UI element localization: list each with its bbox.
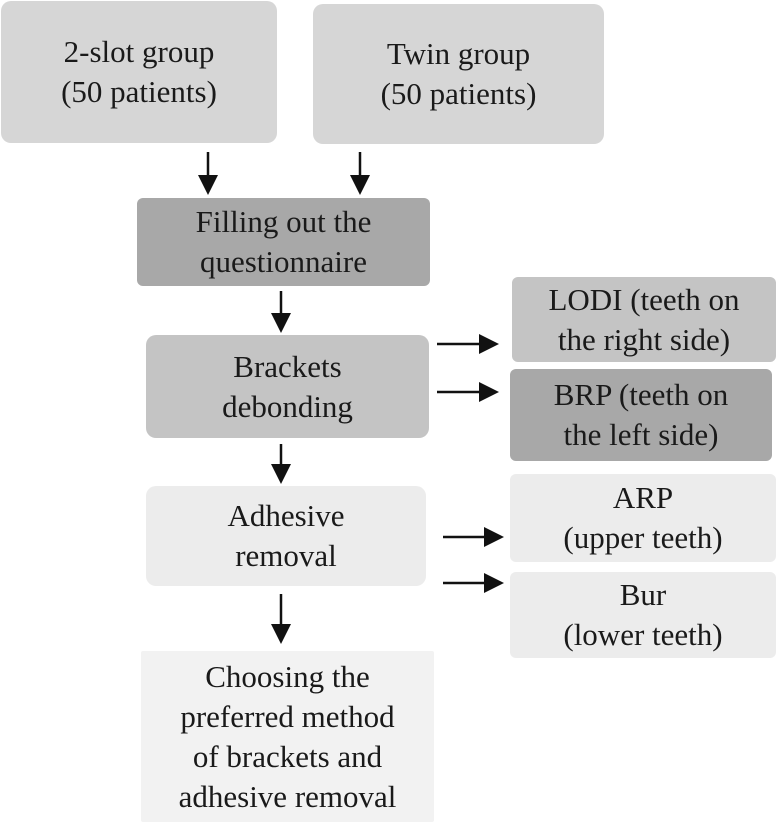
preferred-line-1: Choosing the [205,658,370,694]
preferred-line-3: of brackets and [192,738,383,774]
bur-box: Bur (lower teeth) [510,572,776,658]
brp-line-2: the left side) [563,417,719,452]
questionnaire-line-2: questionnaire [199,244,367,279]
slot-group-title: 2-slot group [63,34,215,69]
preferred-line-4: adhesive removal [178,778,397,814]
preferred-method-box: Choosing the preferred method of bracket… [141,651,434,822]
twin-group-box: Twin group (50 patients) [313,4,604,144]
bur-line-2: (lower teeth) [563,617,723,652]
lodi-box: LODI (teeth on the right side) [512,277,776,362]
arp-line-2: (upper teeth) [563,520,723,555]
debonding-box: Brackets debonding [146,335,429,438]
arp-box: ARP (upper teeth) [510,474,776,562]
arp-line-1: ARP [612,480,674,515]
bur-line-1: Bur [619,577,667,612]
adhesive-line-1: Adhesive [227,498,345,533]
slot-group-count: (50 patients) [61,74,217,109]
twin-group-title: Twin group [386,36,531,71]
lodi-line-2: the right side) [557,321,731,357]
questionnaire-box: Filling out the questionnaire [137,198,430,286]
preferred-line-2: preferred method [180,698,395,734]
twin-group-count: (50 patients) [380,76,537,111]
debonding-line-1: Brackets [233,348,342,384]
debonding-line-2: debonding [222,388,353,424]
brp-box: BRP (teeth on the left side) [510,369,772,461]
adhesive-line-2: removal [235,538,337,573]
adhesive-box: Adhesive removal [146,486,426,586]
questionnaire-line-1: Filling out the [195,204,372,239]
lodi-line-1: LODI (teeth on [548,281,740,317]
brp-line-1: BRP (teeth on [553,377,729,412]
slot-group-box: 2-slot group (50 patients) [1,1,277,143]
